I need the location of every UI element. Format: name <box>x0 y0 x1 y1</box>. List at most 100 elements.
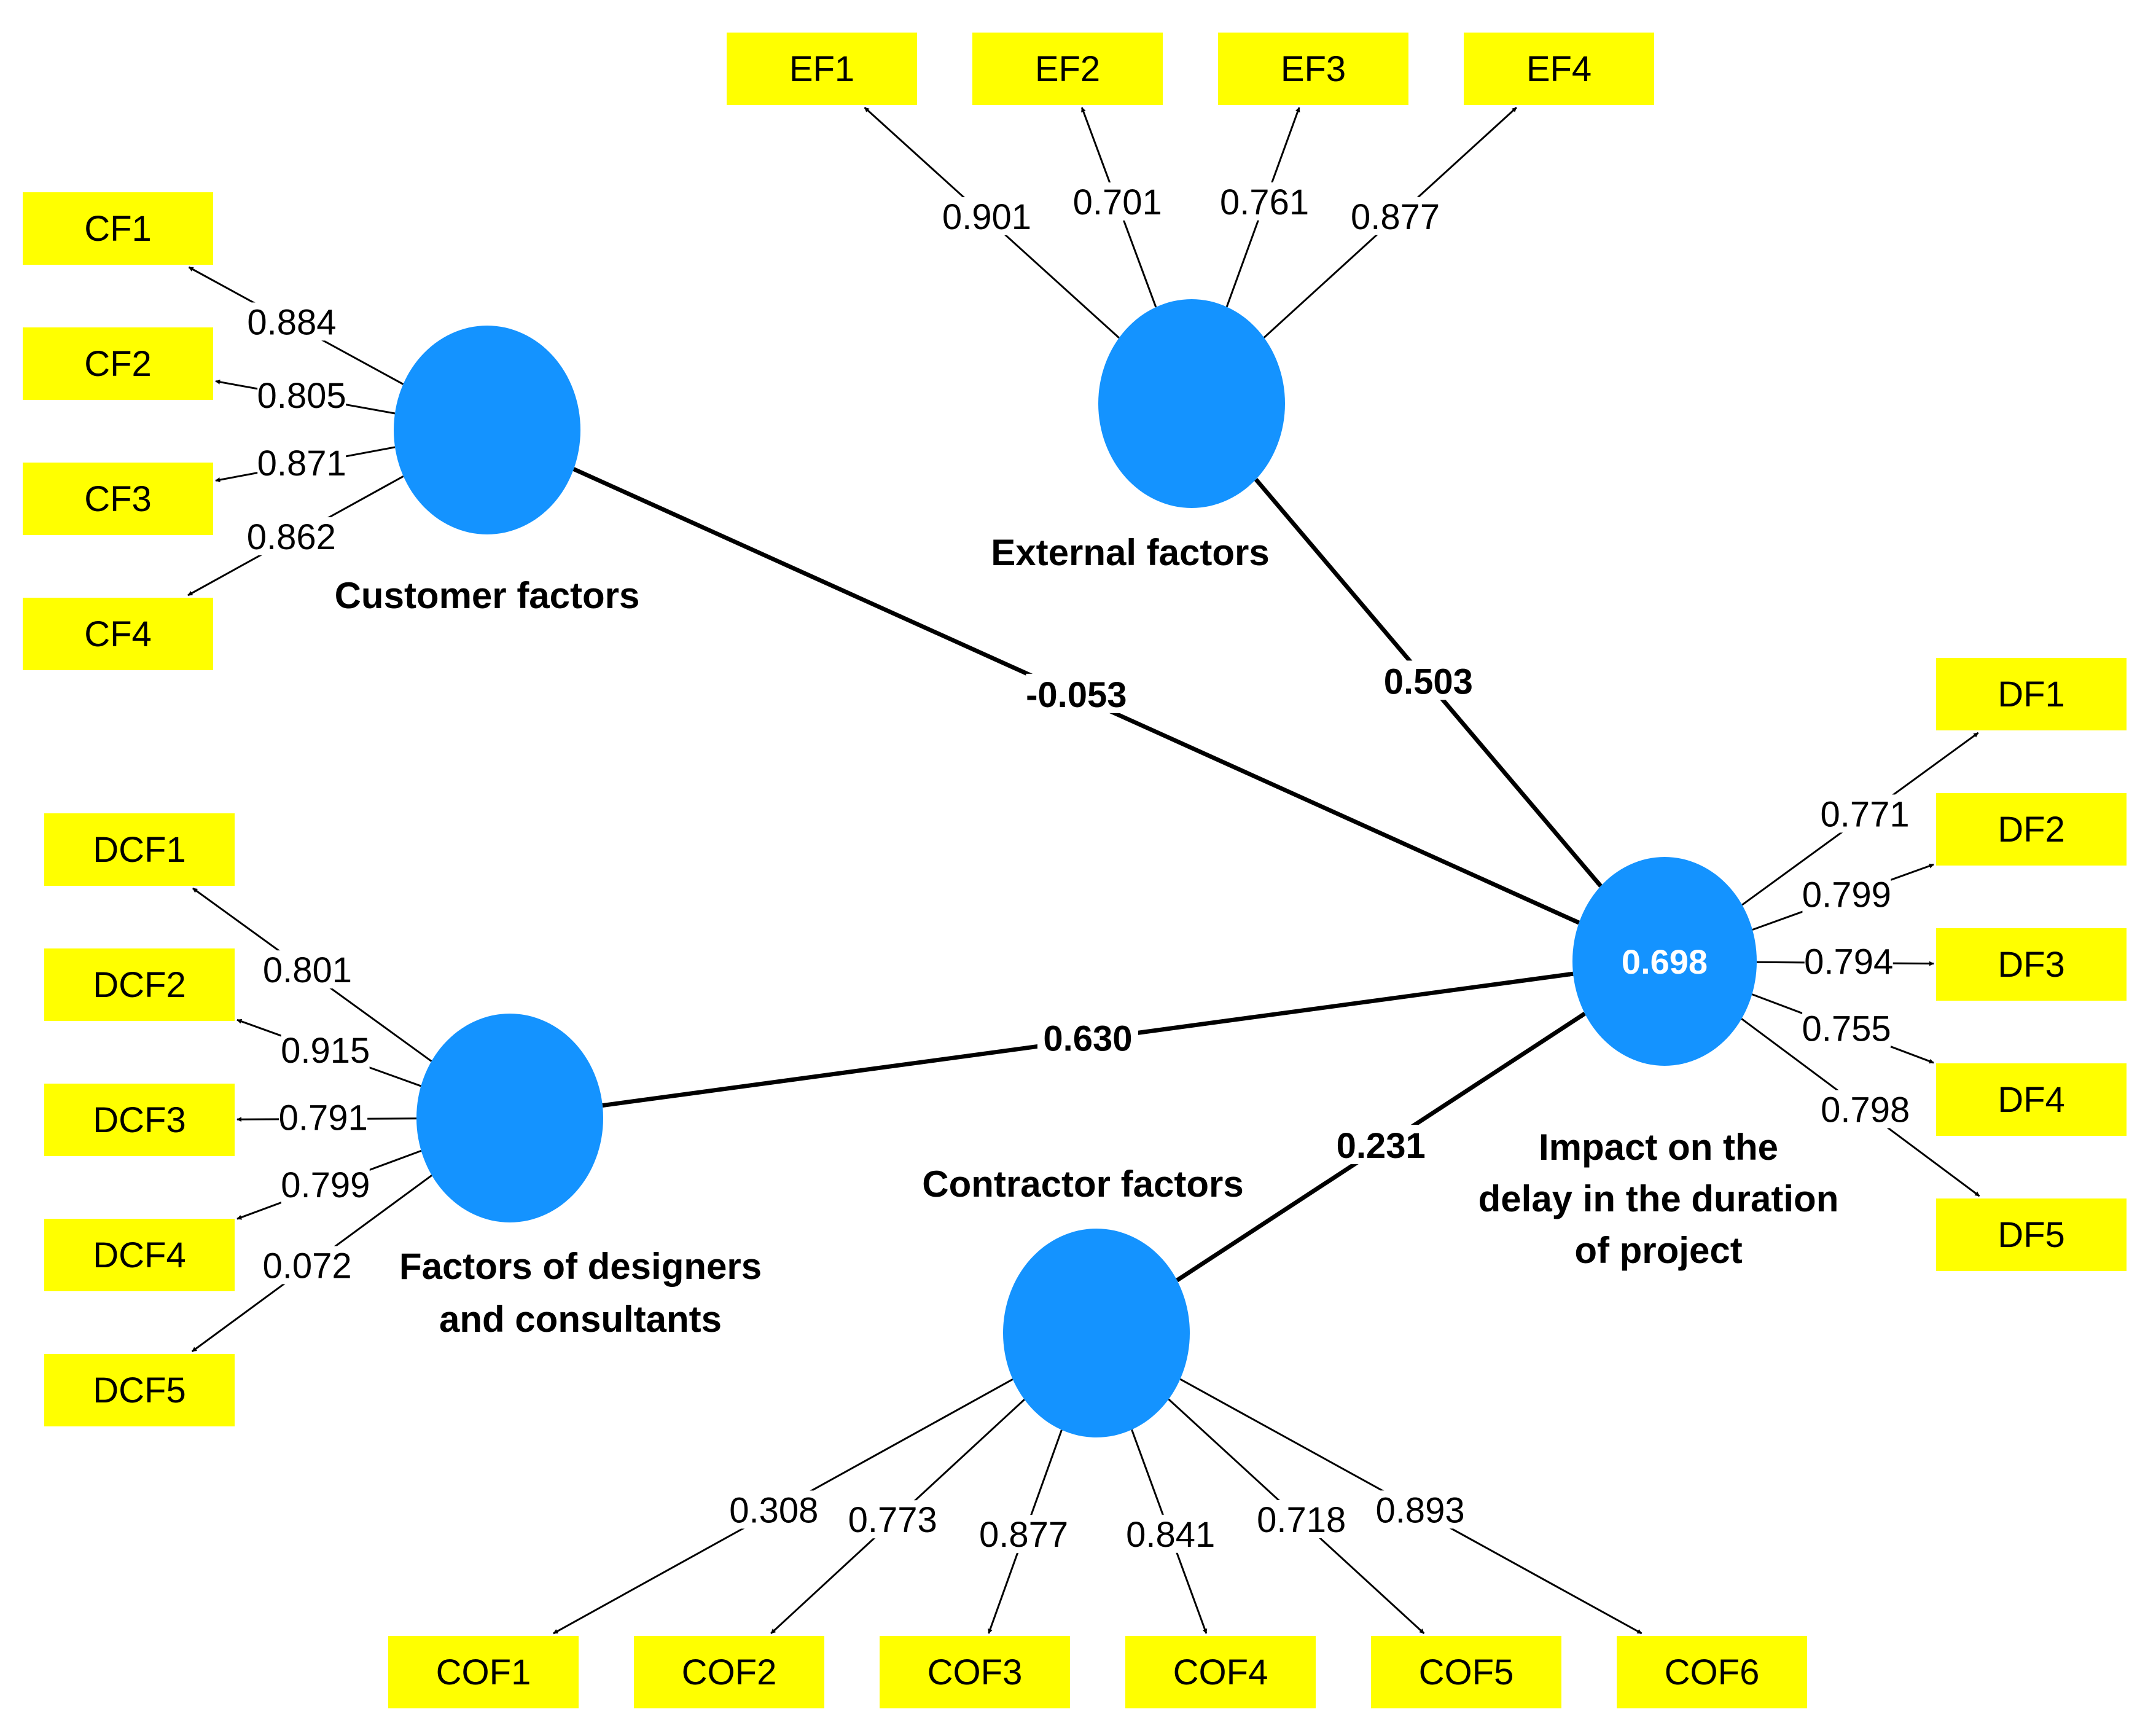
indicator-box-df4 <box>1936 1063 2127 1136</box>
indicator-label-cof5: COF5 <box>1419 1652 1514 1692</box>
indicator-label-ef2: EF2 <box>1035 49 1100 89</box>
indicator-box-df2 <box>1936 793 2127 866</box>
indicator-box-cf1 <box>23 192 213 265</box>
indicator-label-cof6: COF6 <box>1665 1652 1760 1692</box>
loading-value-dcf1: 0.801 <box>263 950 352 990</box>
indicator-label-dcf1: DCF1 <box>93 830 186 870</box>
indicator-box-cf4 <box>23 598 213 670</box>
loading-label-bg <box>279 1098 368 1136</box>
indicator-box-cof1 <box>388 1636 579 1708</box>
indicator-box-df5 <box>1936 1198 2127 1271</box>
loading-label-bg <box>257 444 346 482</box>
indicator-label-cf1: CF1 <box>84 209 152 249</box>
indicator-label-df1: DF1 <box>1998 674 2065 714</box>
indicator-label-cof4: COF4 <box>1173 1652 1268 1692</box>
loading-label-bg <box>263 1246 352 1284</box>
path-coefficient-ef-df: 0.503 <box>1384 662 1473 702</box>
construct-label-dcf: Factors of designers <box>399 1246 762 1287</box>
loading-label-bg <box>942 197 1031 236</box>
construct-label-df: Impact on the <box>1539 1127 1778 1168</box>
loading-value-dcf2: 0.915 <box>281 1031 370 1071</box>
indicator-label-dcf4: DCF4 <box>93 1235 186 1275</box>
indicator-label-cf2: CF2 <box>84 344 152 384</box>
loading-label-bg <box>281 1030 370 1069</box>
loading-value-cf4: 0.862 <box>247 517 336 557</box>
loading-label-bg <box>247 517 336 556</box>
loading-label-bg <box>1802 1009 1891 1047</box>
indicator-label-cof1: COF1 <box>436 1652 531 1692</box>
indicator-label-dcf5: DCF5 <box>93 1370 186 1410</box>
construct-nodes: 0.698 <box>394 299 1757 1437</box>
loading-value-df3: 0.794 <box>1804 942 1893 982</box>
path-coefficient-cof-df: 0.231 <box>1337 1126 1426 1166</box>
loading-label-bg <box>1821 794 1910 833</box>
loading-label-bg <box>1257 1500 1346 1539</box>
indicator-label-df3: DF3 <box>1998 945 2065 985</box>
indicator-box-dcf1 <box>44 813 235 886</box>
loading-value-cf2: 0.805 <box>257 376 346 416</box>
loading-value-df5: 0.798 <box>1821 1090 1910 1130</box>
path-label-bg <box>1330 1125 1432 1165</box>
indicator-label-cof3: COF3 <box>928 1652 1023 1692</box>
construct-label-ef: External factors <box>991 532 1270 573</box>
loading-value-df2: 0.799 <box>1802 875 1891 915</box>
structural-paths <box>572 467 1603 1283</box>
path-coefficient-cf-df: -0.053 <box>1026 675 1127 715</box>
loading-label-bg <box>247 302 336 341</box>
loading-label-bg <box>1220 182 1309 221</box>
indicator-label-ef4: EF4 <box>1526 49 1592 89</box>
indicator-box-cof2 <box>634 1636 824 1708</box>
loading-value-dcf3: 0.791 <box>279 1098 368 1138</box>
path-coefficient-dcf-df: 0.630 <box>1043 1019 1132 1058</box>
loading-value-cf1: 0.884 <box>247 302 336 342</box>
construct-node-dcf <box>416 1014 603 1222</box>
loading-value-cof5: 0.718 <box>1257 1500 1346 1540</box>
indicator-box-cof4 <box>1125 1636 1316 1708</box>
indicator-label-df5: DF5 <box>1998 1215 2065 1255</box>
loading-value-ef4: 0.877 <box>1351 197 1440 237</box>
indicator-box-cf2 <box>23 327 213 400</box>
loading-value-cof1: 0.308 <box>729 1490 818 1530</box>
indicator-label-cof2: COF2 <box>682 1652 777 1692</box>
loading-label-bg <box>1126 1514 1215 1553</box>
indicator-label-df4: DF4 <box>1998 1080 2065 1120</box>
construct-label-df: delay in the duration <box>1478 1178 1839 1219</box>
path-label-bg <box>1037 1017 1138 1057</box>
indicator-box-dcf2 <box>44 948 235 1021</box>
indicator-label-ef3: EF3 <box>1281 49 1346 89</box>
loading-value-df4: 0.755 <box>1802 1009 1891 1049</box>
loading-label-bg <box>1821 1090 1910 1128</box>
indicator-box-cf3 <box>23 463 213 535</box>
loading-value-df1: 0.771 <box>1820 794 1909 834</box>
indicator-box-cof3 <box>880 1636 1070 1708</box>
indicator-box-cof5 <box>1371 1636 1561 1708</box>
loading-label-bg <box>729 1490 818 1529</box>
indicator-label-ef1: EF1 <box>789 49 854 89</box>
loading-label-bg <box>263 950 352 989</box>
indicator-box-df3 <box>1936 928 2127 1001</box>
loading-value-cf3: 0.871 <box>257 444 346 483</box>
loading-value-ef2: 0.701 <box>1073 182 1162 222</box>
loading-label-bg <box>1351 197 1440 235</box>
construct-node-ef <box>1098 299 1285 508</box>
loading-label-bg <box>979 1515 1068 1554</box>
loading-value-cof2: 0.773 <box>848 1500 937 1540</box>
loading-value-cof6: 0.893 <box>1375 1490 1464 1530</box>
indicator-label-cf3: CF3 <box>84 479 152 519</box>
indicator-box-dcf3 <box>44 1084 235 1156</box>
loading-value-cof4: 0.841 <box>1126 1515 1215 1555</box>
loading-label-bg <box>1073 182 1162 221</box>
construct-node-cf <box>394 326 580 534</box>
loading-value-dcf5: 0.072 <box>262 1246 351 1286</box>
indicator-box-ef2 <box>972 33 1163 105</box>
loading-label-bg <box>1376 1490 1465 1529</box>
loading-value-dcf4: 0.799 <box>281 1165 370 1205</box>
indicator-box-cof6 <box>1617 1636 1807 1708</box>
loading-label-bg <box>1802 875 1891 913</box>
path-label-bg <box>1378 660 1479 700</box>
indicator-label-df2: DF2 <box>1998 810 2065 850</box>
loading-label-bg <box>281 1165 370 1204</box>
construct-node-df <box>1572 857 1757 1066</box>
